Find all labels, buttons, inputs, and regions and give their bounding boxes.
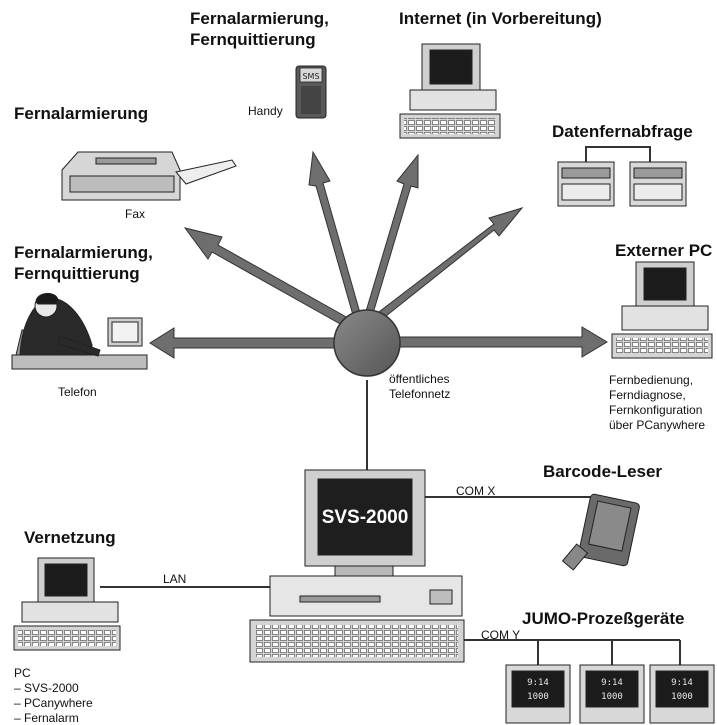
externer-pc-line-1: Fernbedienung, bbox=[609, 373, 694, 387]
hub-label: öffentliches Telefonnetz bbox=[389, 372, 450, 402]
externer-pc-heading: Externer PC bbox=[615, 241, 713, 260]
barcode-reader bbox=[561, 493, 640, 571]
fax-heading: Fernalarmierung bbox=[14, 104, 149, 123]
jumo-devices bbox=[505, 664, 715, 724]
datenfernabfrage-devices bbox=[557, 146, 687, 207]
telefon-heading: Fernalarmierung, Fernquittierung bbox=[14, 242, 153, 284]
jumo-3-top: 9:14 bbox=[671, 678, 693, 688]
telefonnetz-hub bbox=[333, 309, 401, 377]
central-screen-text: SVS-2000 bbox=[322, 507, 409, 528]
handy-sms-text: SMS bbox=[302, 72, 319, 81]
handy-device bbox=[295, 65, 327, 119]
internet-pc bbox=[399, 43, 501, 139]
central-pc bbox=[249, 469, 465, 663]
telefon-heading-line1: Fernalarmierung, bbox=[14, 243, 153, 262]
arrow-left bbox=[149, 327, 353, 359]
externer-pc-description: Fernbedienung, Ferndiagnose, Fernkonfigu… bbox=[609, 373, 705, 433]
barcode-heading: Barcode-Leser bbox=[543, 462, 663, 481]
hub-label-line1: öffentliches bbox=[389, 372, 450, 386]
vernetzung-pc bbox=[13, 557, 121, 651]
jumo-1-bottom: 1000 bbox=[527, 692, 549, 702]
arrow-up-left bbox=[308, 150, 363, 323]
jumo-display-texts: 9:14 1000 9:14 1000 9:14 1000 bbox=[527, 678, 693, 702]
externer-pc-line-3: Fernkonfiguration bbox=[609, 403, 703, 417]
internet-heading: Internet (in Vorbereitung) bbox=[399, 9, 602, 28]
lan-label: LAN bbox=[163, 572, 187, 586]
arrow-up-right bbox=[363, 153, 419, 321]
jumo-1-top: 9:14 bbox=[527, 678, 549, 688]
handy-label: Handy bbox=[248, 104, 283, 118]
telefon-label: Telefon bbox=[58, 385, 97, 399]
fax-machine bbox=[61, 151, 237, 201]
jumo-3-bottom: 1000 bbox=[671, 692, 693, 702]
telefon-heading-line2: Fernquittierung bbox=[14, 264, 140, 283]
arrow-upper-left bbox=[183, 227, 358, 331]
vernetzung-heading: Vernetzung bbox=[24, 528, 116, 547]
handy-heading-line2: Fernquittierung bbox=[190, 30, 316, 49]
externer-pc-line-4: über PCanywhere bbox=[609, 418, 706, 432]
jumo-2-bottom: 1000 bbox=[601, 692, 623, 702]
hub-label-line2: Telefonnetz bbox=[389, 387, 451, 401]
com-y-lines bbox=[440, 639, 681, 665]
telefon-person bbox=[11, 293, 148, 370]
externer-pc-line-2: Ferndiagnose, bbox=[609, 388, 686, 402]
externer-pc bbox=[611, 261, 713, 359]
com-x-label: COM X bbox=[456, 484, 496, 498]
jumo-2-top: 9:14 bbox=[601, 678, 623, 688]
fax-label: Fax bbox=[125, 207, 146, 221]
com-y-label: COM Y bbox=[481, 628, 521, 642]
vernetzung-line-3: – PCanywhere bbox=[14, 696, 93, 710]
handy-heading: Fernalarmierung, Fernquittierung bbox=[190, 8, 329, 50]
arrow-upper-right bbox=[370, 207, 524, 325]
hub-arrows bbox=[149, 150, 608, 359]
vernetzung-description: PC – SVS-2000 – PCanywhere – Fernalarm bbox=[14, 666, 93, 725]
vernetzung-line-1: PC bbox=[14, 666, 31, 680]
jumo-heading: JUMO-Prozeßgeräte bbox=[522, 609, 685, 628]
handy-heading-line1: Fernalarmierung, bbox=[190, 9, 329, 28]
datenfernabfrage-heading: Datenfernabfrage bbox=[552, 122, 693, 141]
arrow-right bbox=[381, 326, 608, 358]
vernetzung-line-4: – Fernalarm bbox=[14, 711, 79, 725]
vernetzung-line-2: – SVS-2000 bbox=[14, 681, 79, 695]
